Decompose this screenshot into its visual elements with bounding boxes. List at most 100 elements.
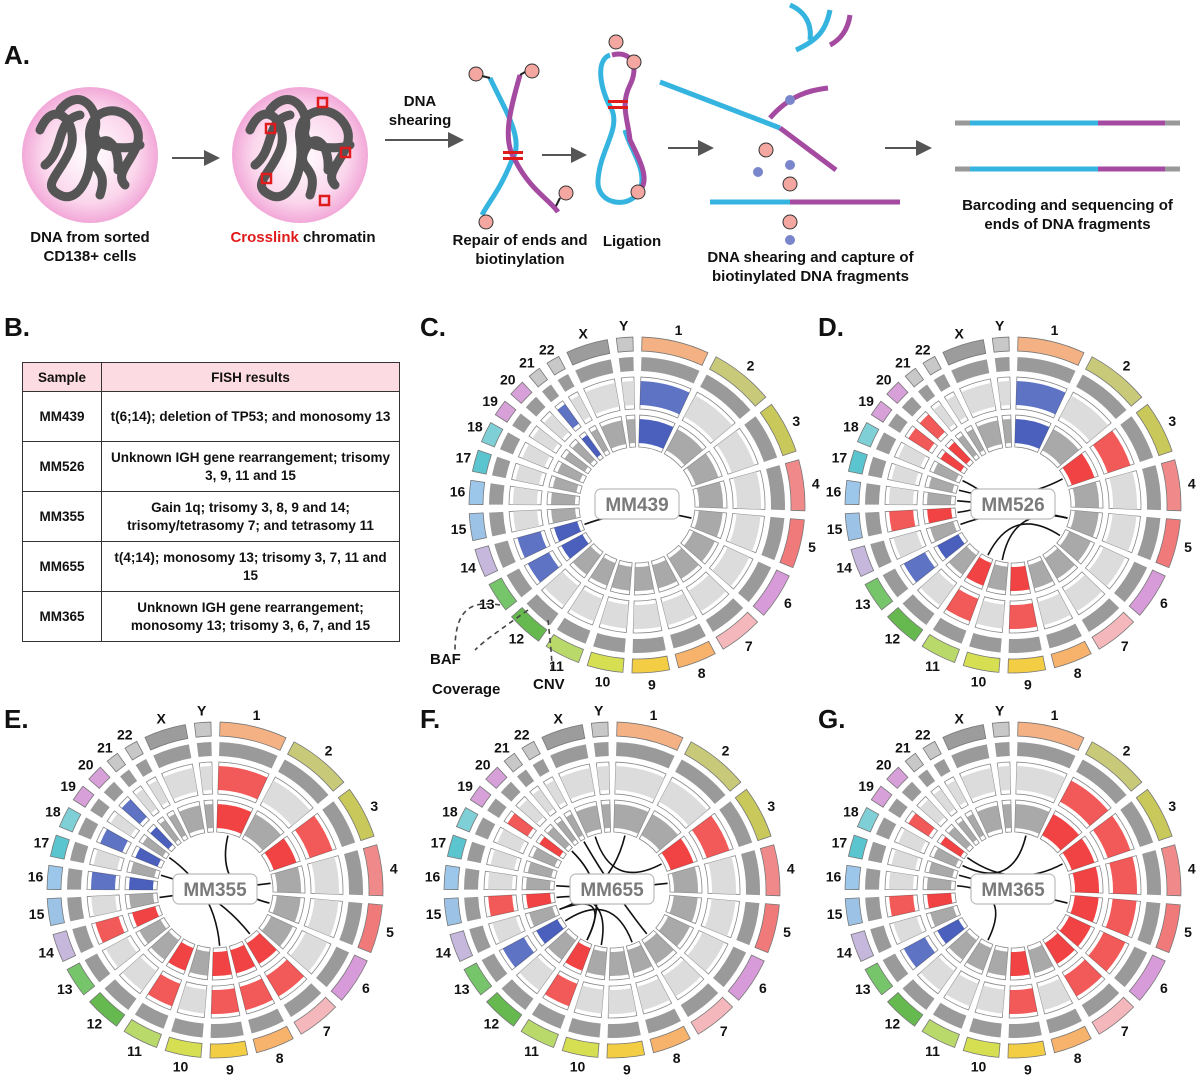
chromosome-arc-2	[1084, 741, 1143, 792]
chromosome-arc-13	[463, 962, 493, 996]
cnv-signal	[230, 944, 256, 974]
chromosome-label: Y	[594, 702, 604, 718]
chromosome-arc-8	[1050, 640, 1092, 669]
cnv-signal	[551, 492, 576, 505]
cnv-signal	[987, 564, 1008, 591]
chromosome-label: 1	[1051, 322, 1059, 338]
baf-signal	[585, 382, 620, 415]
baf-signal	[1060, 395, 1109, 441]
cnv-signal	[244, 814, 281, 851]
chromosome-arc-2	[286, 741, 345, 792]
coverage-track	[865, 511, 883, 537]
sample-label-box	[594, 488, 680, 520]
baf-signal	[946, 395, 967, 421]
chromosome-arc-17	[847, 449, 868, 475]
coverage-track	[1114, 561, 1148, 603]
baf-signal	[1037, 593, 1071, 626]
cnv-signal	[189, 949, 210, 976]
cnv-signal	[129, 893, 155, 909]
chromosome-arc-17	[49, 834, 70, 860]
baf-signal	[543, 414, 569, 440]
baf-signal	[544, 974, 578, 1007]
chromosome-arc-8	[252, 1025, 294, 1054]
chromosome-label: 8	[698, 665, 706, 681]
chromosome-label: 14	[435, 944, 451, 960]
coverage-track	[761, 516, 785, 561]
baf-signal	[893, 916, 923, 943]
chromosome-label: 3	[1168, 413, 1176, 429]
chromosome-label: 20	[876, 757, 892, 773]
sample-label: MM355	[183, 880, 247, 901]
chromosome-arc-14	[449, 930, 474, 963]
chromosome-label: 16	[450, 483, 466, 499]
cnv-signal	[1072, 481, 1099, 508]
chromosome-label: 22	[915, 341, 931, 357]
cnv-signal	[150, 931, 179, 960]
chromosome-arc-16	[46, 864, 64, 890]
cnv-signal	[129, 877, 154, 890]
chromosome-label: 17	[832, 835, 848, 851]
chromosome-arc-19	[469, 785, 492, 808]
chromosome-arc-22	[521, 740, 541, 761]
coverage-track	[766, 465, 785, 511]
cnv-signal	[948, 931, 977, 960]
baf-signal	[636, 978, 670, 1011]
coverage-track	[951, 744, 990, 769]
chromosome-label: 10	[173, 1059, 189, 1075]
baf-signal	[933, 789, 955, 814]
coverage-track	[1046, 623, 1082, 649]
cnv-signal	[977, 805, 1003, 834]
cnv-signal	[529, 906, 556, 927]
chromosome-label: 19	[858, 393, 874, 409]
chromosome-arc-21	[503, 752, 524, 773]
baf-signal	[544, 571, 579, 606]
chromosome-label: 19	[482, 393, 498, 409]
coverage-track	[738, 561, 772, 603]
chromosome-label: 7	[323, 1023, 331, 1039]
cnv-signal	[168, 942, 194, 971]
cnv-signal	[1070, 510, 1099, 538]
chromosome-label: 21	[895, 740, 911, 756]
translocation-link	[559, 903, 596, 941]
result-cell: t(6;14); deletion of TP53; and monosomy …	[101, 391, 400, 442]
baf-signal	[596, 766, 610, 791]
chromosome-label: 10	[971, 674, 987, 690]
cnv-signal	[643, 933, 674, 964]
coverage-track	[932, 617, 967, 644]
chromosome-arc-1	[641, 336, 709, 366]
coverage-track	[557, 374, 575, 392]
coverage-track	[882, 568, 909, 598]
baf-signal	[110, 813, 137, 837]
chromosome-label: 13	[855, 596, 871, 612]
coverage-track	[888, 798, 908, 819]
coverage-track	[489, 511, 507, 537]
coverage-track	[680, 983, 719, 1018]
panel-label-c: C.	[420, 312, 446, 342]
baf-signal	[211, 988, 240, 1015]
baf-signal	[889, 510, 916, 532]
baf-signal	[1009, 988, 1038, 1015]
step5-caption: DNA shearing and capture of biotinylated…	[707, 249, 914, 285]
coverage-track	[1114, 946, 1148, 988]
chromosome-arc-16	[468, 479, 486, 505]
baf-signal	[497, 829, 525, 853]
chromosome-arc-1	[219, 721, 287, 751]
baf-signal	[1037, 978, 1071, 1011]
baf-signal	[178, 985, 207, 1014]
cnv-signal	[130, 861, 157, 878]
sample-label: MM655	[580, 880, 644, 901]
coverage-track	[322, 801, 356, 848]
coverage-track	[1046, 1008, 1082, 1034]
chromosome-arc-6	[727, 954, 765, 1001]
baf-signal	[122, 956, 157, 991]
baf-signal	[519, 956, 554, 991]
cnv-annotation: CNV	[533, 676, 565, 693]
cnv-signal	[572, 442, 595, 465]
cnv-signal	[1070, 895, 1099, 923]
baf-signal	[712, 547, 750, 587]
chromosome-label: 7	[1121, 638, 1129, 654]
chromosome-arc-22	[546, 355, 566, 376]
cnv-signal	[937, 534, 965, 559]
baf-signal	[891, 849, 919, 870]
